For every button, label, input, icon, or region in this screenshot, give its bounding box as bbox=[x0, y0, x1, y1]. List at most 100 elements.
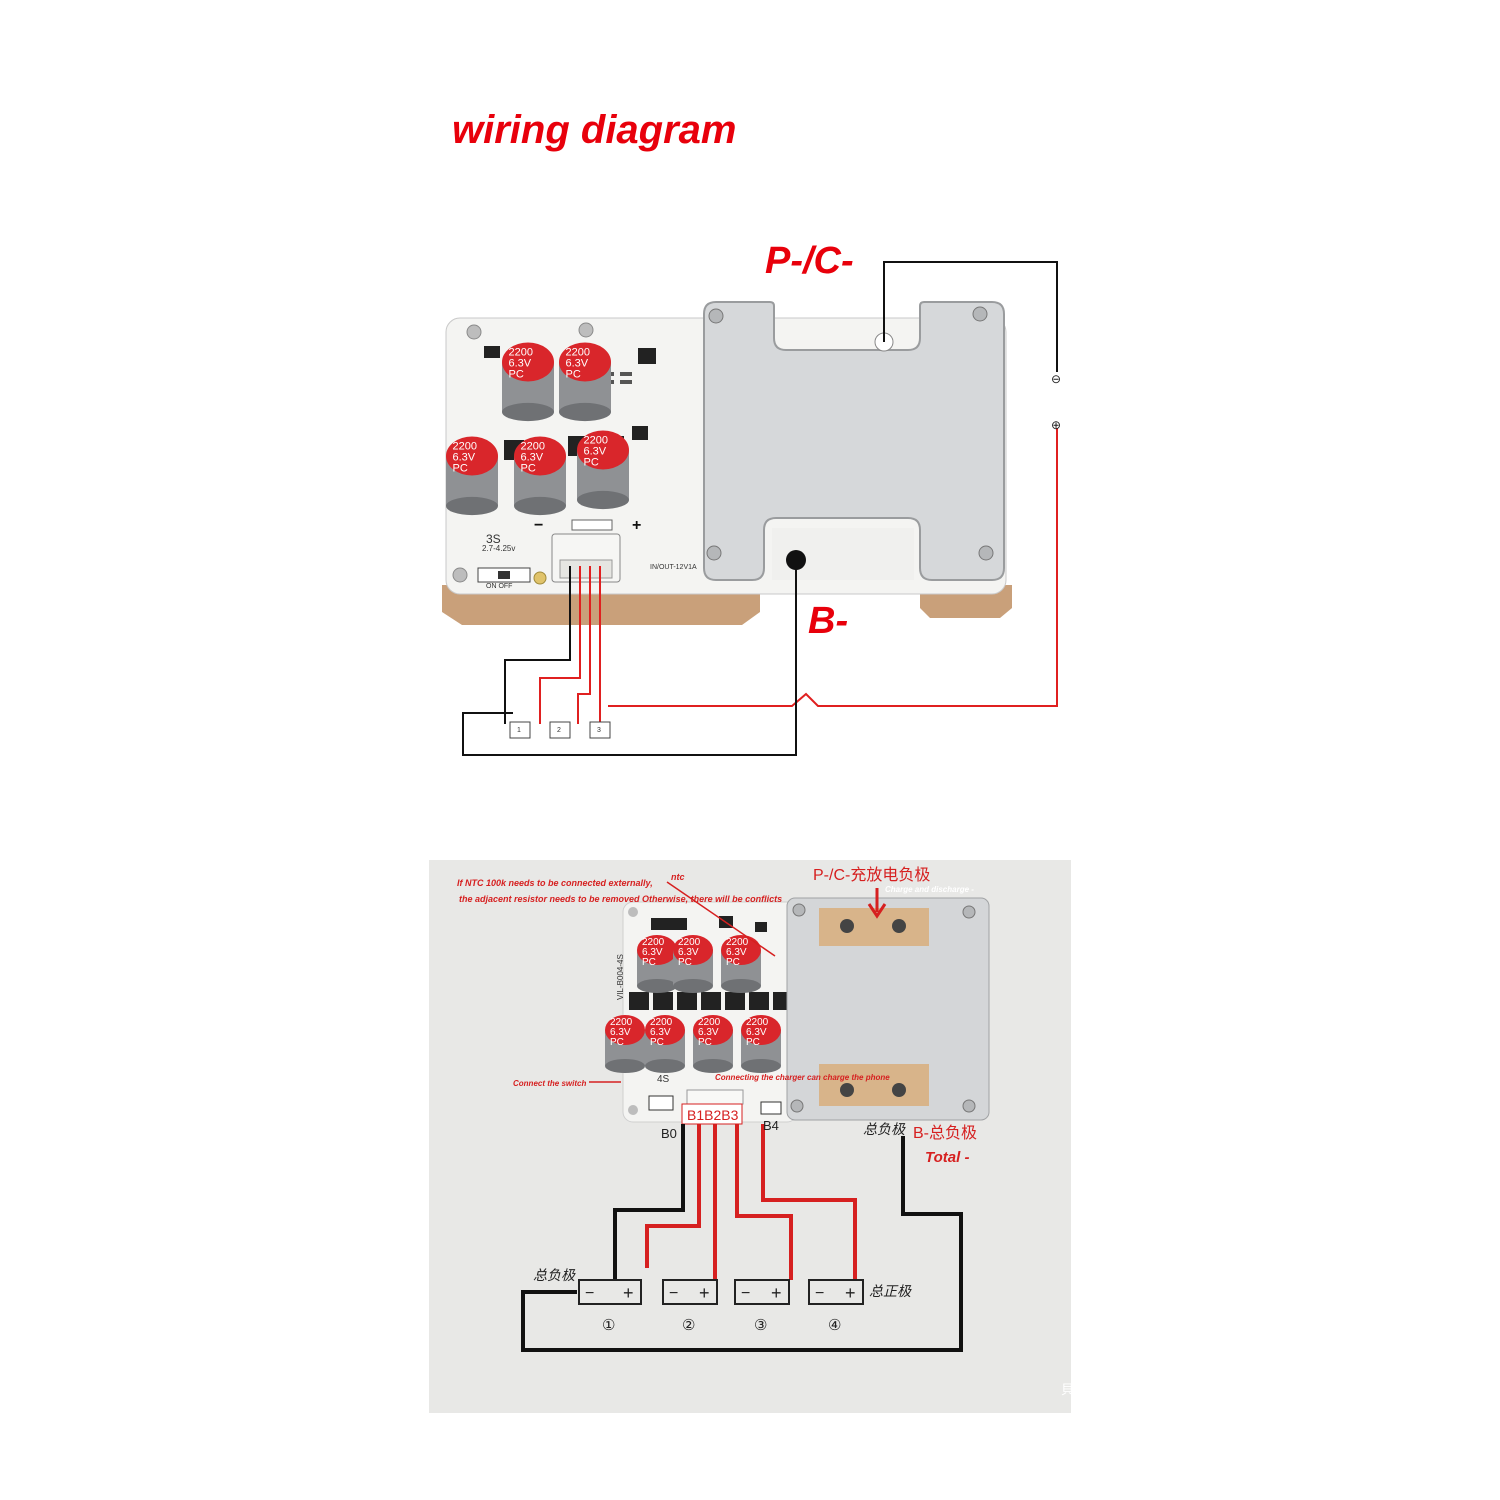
cell-minus-sign: − bbox=[741, 1285, 750, 1302]
capacitor-label-3: PC bbox=[509, 369, 524, 381]
photo-wires bbox=[521, 1124, 963, 1352]
ntc-note-line1: If NTC 100k needs to be connected extern… bbox=[457, 878, 653, 888]
capacitor-label-3: PC bbox=[698, 1037, 712, 1048]
balance-connector bbox=[551, 533, 621, 583]
cell-number: ③ bbox=[754, 1317, 767, 1334]
capacitor-label-1: 2200 bbox=[726, 937, 749, 948]
capacitor-label-2: 6.3V bbox=[642, 947, 663, 958]
top-wiring-diagram: 22006.3VPC22006.3VPC22006.3VPC22006.3VPC… bbox=[442, 261, 1061, 756]
battery-cell: −+① bbox=[578, 1279, 642, 1334]
capacitor-label-1: 2200 bbox=[521, 441, 545, 453]
total-label: Total - bbox=[925, 1149, 969, 1166]
battery-cell: − +④ bbox=[808, 1279, 864, 1334]
hand-total-positive: 总正极 bbox=[869, 1283, 912, 1299]
terminal-plus-icon: ⊕ bbox=[1051, 418, 1061, 432]
capacitor-label-3: PC bbox=[610, 1037, 624, 1048]
ntc-note-line2: the adjacent resistor needs to be remove… bbox=[459, 894, 782, 904]
pcb-model-label: VIL-B004-4S bbox=[616, 954, 625, 1000]
capacitor-label-2: 6.3V bbox=[746, 1027, 767, 1038]
capacitor-label-2: 6.3V bbox=[610, 1027, 631, 1038]
capacitor-label-1: 2200 bbox=[584, 435, 608, 447]
capacitor-label-1: 2200 bbox=[610, 1017, 633, 1028]
top-cell: 2 bbox=[549, 721, 571, 739]
cell-number: ① bbox=[602, 1317, 615, 1334]
capacitor-label-1: 2200 bbox=[566, 347, 590, 359]
terminal-minus-icon: ⊖ bbox=[1051, 372, 1061, 386]
capacitor-label-3: PC bbox=[453, 463, 468, 475]
switch-note: Connect the switch bbox=[513, 1079, 586, 1088]
hand-total-negative: 总负极 bbox=[533, 1267, 576, 1283]
pcb-switch-label: ON OFF bbox=[486, 583, 512, 590]
aluminium-cover-4s bbox=[786, 888, 990, 1121]
capacitor-label-1: 2200 bbox=[678, 937, 701, 948]
cell-plus-sign: + bbox=[771, 1283, 782, 1303]
bms-board-4s bbox=[622, 901, 798, 1123]
pcb-minus-sign: − bbox=[534, 517, 543, 534]
pcb-4s-label: 4S bbox=[657, 1074, 670, 1085]
cell-minus-sign: − bbox=[815, 1285, 824, 1302]
pcb-plus-sign: + bbox=[632, 517, 641, 534]
label-b-minus: B- bbox=[808, 600, 849, 642]
cell-plus-sign: + bbox=[845, 1283, 856, 1303]
wires bbox=[462, 261, 1058, 756]
b-total-cn-label: B-总负极 bbox=[913, 1124, 977, 1142]
capacitor-label-3: PC bbox=[726, 957, 740, 968]
capacitor-label-2: 6.3V bbox=[566, 358, 589, 370]
cell-minus-sign: − bbox=[669, 1285, 678, 1302]
capacitor-label-3: PC bbox=[746, 1037, 760, 1048]
charger-note: Connecting the charger can charge the ph… bbox=[715, 1073, 890, 1082]
capacitor-label-2: 6.3V bbox=[453, 452, 476, 464]
cell-number: ④ bbox=[828, 1317, 841, 1334]
ntc-label: ntc bbox=[671, 872, 685, 882]
cell-plus-sign: + bbox=[623, 1283, 634, 1303]
battery-cell: − +② bbox=[662, 1279, 718, 1334]
capacitor-label-2: 6.3V bbox=[726, 947, 747, 958]
hand-b-negative: 总负极 bbox=[863, 1121, 906, 1137]
pcb-inout-label: IN/OUT-12V1A bbox=[650, 564, 697, 571]
capacitor-label-1: 2200 bbox=[509, 347, 533, 359]
capacitor-label-2: 6.3V bbox=[521, 452, 544, 464]
top-cell-number: 2 bbox=[557, 727, 561, 734]
capacitor-label-2: 6.3V bbox=[584, 446, 607, 458]
bottom-battery-cells: −+①−+②−+③−+④ bbox=[578, 1279, 864, 1334]
diagram-title: wiring diagram bbox=[452, 108, 737, 152]
capacitor-label-1: 2200 bbox=[746, 1017, 769, 1028]
label-p-c-minus: P-/C- bbox=[765, 240, 854, 282]
capacitor-label-3: PC bbox=[642, 957, 656, 968]
aluminium-cover bbox=[703, 301, 1005, 581]
cell-plus-sign: + bbox=[699, 1283, 710, 1303]
bottom-capacitors: 22006.3VPC22006.3VPC22006.3VPC22006.3VPC… bbox=[605, 935, 781, 1073]
photo-drawing: 22006.3VPC22006.3VPC22006.3VPC22006.3VPC… bbox=[457, 866, 1071, 1397]
top-cell-number: 1 bbox=[517, 727, 521, 734]
edge-watermark: 貝 bbox=[1061, 1382, 1071, 1397]
capacitor-label-2: 6.3V bbox=[678, 947, 699, 958]
capacitor-label-1: 2200 bbox=[698, 1017, 721, 1028]
battery-cell: − +③ bbox=[734, 1279, 790, 1334]
pcb-range-label: 2.7-4.25v bbox=[482, 544, 515, 553]
capacitor-label-2: 6.3V bbox=[509, 358, 532, 370]
capacitor-label-2: 6.3V bbox=[650, 1027, 671, 1038]
cell-number: ② bbox=[682, 1317, 695, 1334]
top-cell: 1 bbox=[509, 721, 531, 739]
capacitor-label-3: PC bbox=[566, 369, 581, 381]
pc-cn-label: P-/C-充放电负极 bbox=[813, 866, 930, 884]
capacitor-label-2: 6.3V bbox=[698, 1027, 719, 1038]
capacitor-label-3: PC bbox=[584, 457, 599, 469]
capacitor-label-3: PC bbox=[650, 1037, 664, 1048]
capacitor-label-1: 2200 bbox=[650, 1017, 673, 1028]
b4-label: B4 bbox=[763, 1118, 779, 1133]
capacitor-label-3: PC bbox=[678, 957, 692, 968]
